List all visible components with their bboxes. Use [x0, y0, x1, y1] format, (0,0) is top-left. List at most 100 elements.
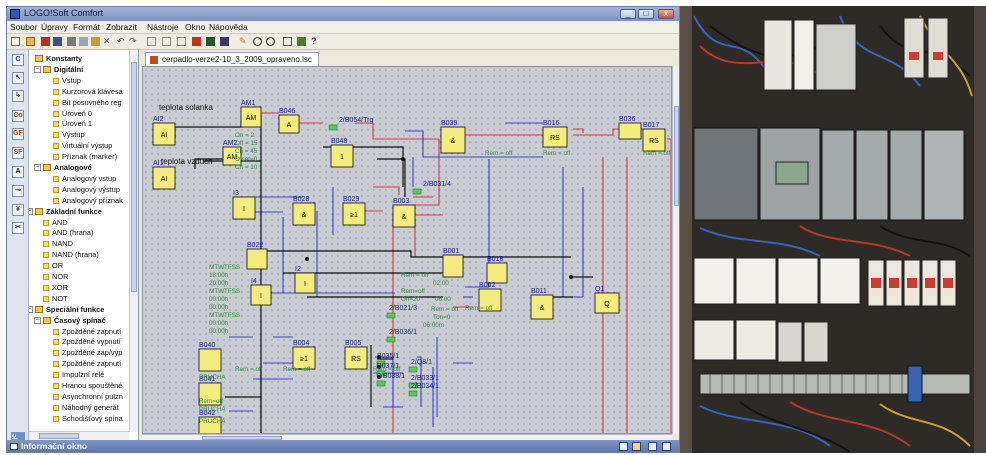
- fbd-block[interactable]: B004≥1: [292, 340, 316, 370]
- fbd-block[interactable]: B041: [198, 376, 222, 406]
- connector-ref[interactable]: 2/B054/Trg: [339, 117, 373, 124]
- network-icon[interactable]: [297, 37, 306, 46]
- connector-ref[interactable]: 2/B031/4: [423, 181, 451, 188]
- tree-item[interactable]: NAND (hrana): [43, 250, 99, 259]
- tree-expander[interactable]: −: [34, 316, 41, 324]
- tree-item[interactable]: Analogový příznak: [53, 196, 123, 205]
- tree-item[interactable]: Impulzní relé: [53, 370, 104, 379]
- tree-item[interactable]: AND (hrana): [43, 228, 93, 237]
- fbd-block-body[interactable]: [152, 122, 176, 146]
- tree-item[interactable]: Konstanty: [35, 54, 82, 63]
- fbd-block[interactable]: I2I: [294, 266, 316, 294]
- canvas-horizontal-scrollbar[interactable]: [142, 434, 672, 441]
- fbd-block-body[interactable]: [642, 128, 666, 152]
- fbd-block[interactable]: B018: [486, 256, 508, 284]
- fbd-block[interactable]: B001: [442, 248, 464, 278]
- fbd-block-body[interactable]: [594, 292, 620, 314]
- basic-function-tool[interactable]: GF: [12, 128, 24, 140]
- canvas-vertical-scrollbar[interactable]: [672, 66, 679, 434]
- tree-horizontal-scrollbar[interactable]: [29, 431, 129, 440]
- tree-item[interactable]: NOR: [43, 272, 68, 281]
- connector-ref[interactable]: 2/B036/1: [389, 329, 417, 336]
- align-icon-2[interactable]: [162, 37, 171, 46]
- tree-item[interactable]: Vstup: [53, 76, 81, 85]
- fbd-block[interactable]: B039&: [440, 120, 466, 154]
- fbd-block[interactable]: B029≥1: [342, 196, 366, 226]
- connector-ref[interactable]: 2/B033/1: [411, 375, 439, 382]
- online-icon[interactable]: [206, 37, 215, 46]
- menu-nastroje[interactable]: Nástroje: [147, 22, 179, 32]
- connector-tool[interactable]: ¥: [12, 204, 24, 216]
- menu-format[interactable]: Formát: [73, 22, 100, 32]
- open-icon[interactable]: [26, 37, 35, 46]
- new-icon[interactable]: [11, 37, 20, 46]
- tree-item[interactable]: Kurzorová klávesa: [53, 87, 123, 96]
- fbd-block-body[interactable]: [442, 254, 464, 278]
- tree-expander[interactable]: −: [29, 305, 33, 313]
- tree-item[interactable]: Schodišťový spína: [53, 414, 123, 423]
- undo-icon[interactable]: ↶: [117, 36, 125, 46]
- print-icon[interactable]: [41, 37, 50, 46]
- transfer-icon[interactable]: [220, 37, 229, 46]
- fbd-block[interactable]: B022: [246, 242, 268, 270]
- fbd-block-body[interactable]: [292, 346, 316, 370]
- maximize-button[interactable]: □: [638, 9, 654, 19]
- tree-item[interactable]: NAND: [43, 239, 73, 248]
- tree-item[interactable]: Úroveň 0: [53, 109, 92, 118]
- connector-ref[interactable]: B037/1: [377, 363, 399, 370]
- cut-tool[interactable]: ✂: [12, 222, 24, 234]
- tree-item[interactable]: Analogové: [43, 163, 92, 172]
- copy-icon[interactable]: [79, 37, 88, 46]
- save-icon[interactable]: [53, 37, 62, 46]
- tree-item[interactable]: Příznak (marker): [53, 152, 117, 161]
- constants-tool[interactable]: C: [12, 54, 24, 66]
- fbd-block-body[interactable]: [542, 126, 568, 148]
- fbd-block-body[interactable]: [278, 114, 300, 134]
- tree-expander[interactable]: −: [34, 164, 41, 171]
- fbd-block[interactable]: Q1Q: [594, 286, 620, 314]
- fbd-block[interactable]: B040: [198, 342, 222, 372]
- delete-icon[interactable]: ✕: [103, 36, 111, 46]
- fbd-block-body[interactable]: [342, 202, 366, 226]
- fbd-block[interactable]: B003&: [392, 198, 416, 228]
- status-icon-1[interactable]: [619, 442, 628, 451]
- zoom-in-icon[interactable]: [253, 37, 262, 46]
- cut-connection-tool[interactable]: ⊸: [12, 185, 24, 197]
- fbd-block-body[interactable]: [478, 288, 502, 312]
- connector-ref[interactable]: 2/B021/3: [389, 305, 417, 312]
- fbd-block[interactable]: B036: [618, 116, 642, 140]
- tree-item[interactable]: AND: [43, 218, 68, 227]
- fbd-block-body[interactable]: [530, 294, 554, 320]
- fbd-block-body[interactable]: [222, 146, 242, 166]
- tree-expander[interactable]: −: [29, 207, 33, 215]
- fbd-block[interactable]: B011&: [530, 288, 554, 320]
- fbd-block-body[interactable]: [294, 272, 316, 294]
- tree-item[interactable]: Speciální funkce: [35, 305, 104, 314]
- connector-ref[interactable]: B035/1: [377, 353, 399, 360]
- tree-item[interactable]: Základní funkce: [35, 207, 102, 216]
- pencil-icon[interactable]: ✎: [239, 36, 247, 46]
- paste-icon[interactable]: [91, 37, 100, 46]
- menu-okno[interactable]: Okno: [185, 22, 206, 32]
- close-button[interactable]: x: [658, 9, 674, 19]
- fbd-block-body[interactable]: [292, 202, 316, 226]
- fbd-block[interactable]: B042: [198, 410, 222, 434]
- text-tool[interactable]: A: [12, 166, 24, 178]
- note-text[interactable]: teplota solanka: [159, 103, 213, 112]
- tree-item[interactable]: Zpožděné zapnutí: [53, 359, 121, 368]
- tree-item[interactable]: Časový spínač: [43, 316, 106, 325]
- zoom-out-icon[interactable]: [266, 37, 275, 46]
- fbd-block-body[interactable]: [618, 122, 642, 140]
- fbd-block-body[interactable]: [330, 144, 354, 168]
- tree-item[interactable]: Asynchronní pulzn: [53, 392, 123, 401]
- constant-tool[interactable]: Co: [12, 110, 24, 122]
- fbd-block[interactable]: I3I: [232, 190, 256, 220]
- connector-ref[interactable]: 2/B038/1: [377, 373, 405, 380]
- fbd-block-body[interactable]: [392, 204, 416, 228]
- tree-item[interactable]: XOR: [43, 283, 68, 292]
